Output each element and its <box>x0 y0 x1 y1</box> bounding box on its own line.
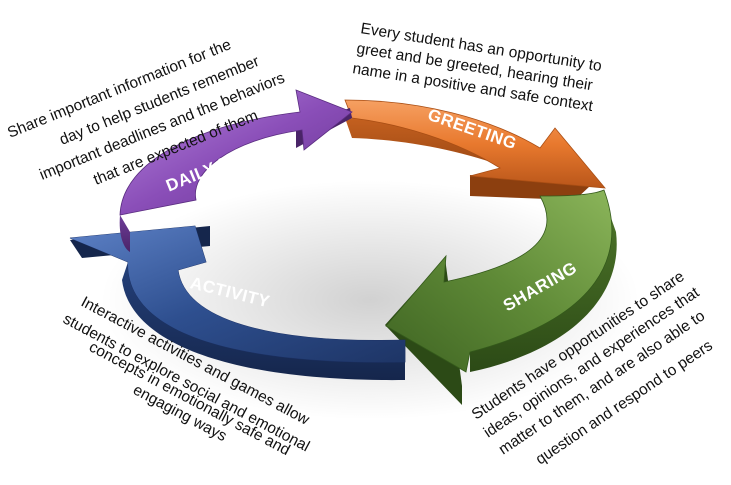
daily-news-description: Share important information for the day … <box>5 36 287 188</box>
greeting-description: Every student has an opportunity to gree… <box>351 20 603 115</box>
greeting-arrow: GREETING <box>344 99 606 200</box>
sharing-arrow: SHARING <box>385 189 617 405</box>
